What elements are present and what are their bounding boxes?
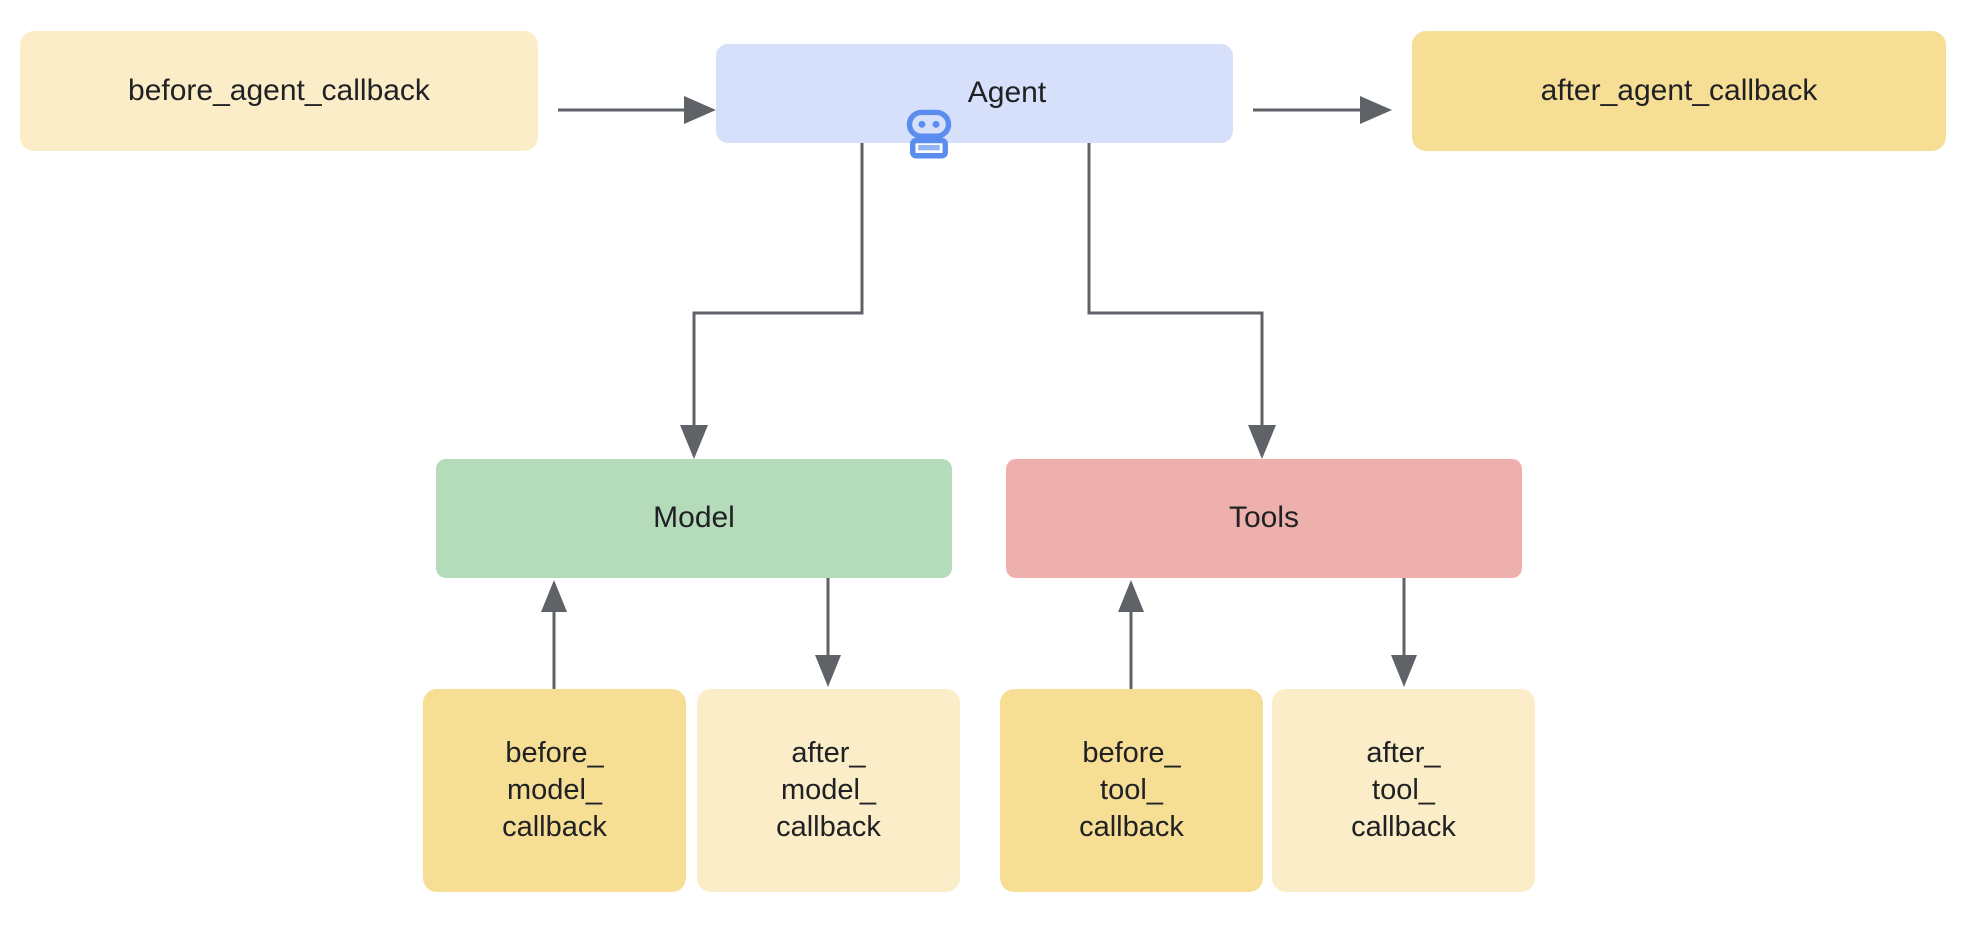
node-tools[interactable]: Tools — [1006, 459, 1522, 578]
edge-agent-to-after-agent — [1253, 96, 1392, 124]
node-after-agent-callback[interactable]: after_agent_callback — [1412, 31, 1946, 151]
edge-before-agent-to-agent — [558, 96, 716, 124]
edge-model-to-after-model — [815, 578, 841, 687]
node-label: Tools — [1228, 501, 1300, 535]
node-label: before_agent_callback — [128, 73, 430, 107]
edge-before-tool-to-tools — [1118, 580, 1144, 689]
edge-tools-to-after-tool — [1391, 578, 1417, 687]
node-label: Model — [653, 501, 735, 535]
node-label: after_ tool_ callback — [1351, 736, 1456, 844]
node-label: before_ tool_ callback — [1079, 736, 1184, 844]
node-after-model-callback[interactable]: after_ model_ callback — [697, 689, 960, 892]
node-before-tool-callback[interactable]: before_ tool_ callback — [1000, 689, 1263, 892]
node-label: after_ model_ callback — [776, 736, 881, 844]
node-after-tool-callback[interactable]: after_ tool_ callback — [1272, 689, 1535, 892]
edge-agent-to-tools — [1087, 143, 1276, 459]
edge-before-model-to-model — [541, 580, 567, 689]
node-label: Agent — [967, 76, 1047, 110]
edge-agent-to-model — [680, 143, 864, 459]
node-before-agent-callback[interactable]: before_agent_callback — [20, 31, 538, 151]
node-agent[interactable]: Agent — [716, 44, 1233, 159]
node-label: after_agent_callback — [1540, 73, 1818, 107]
node-before-model-callback[interactable]: before_ model_ callback — [423, 689, 686, 892]
robot-icon — [903, 69, 955, 159]
node-model[interactable]: Model — [436, 459, 952, 578]
node-label: before_ model_ callback — [502, 736, 607, 844]
